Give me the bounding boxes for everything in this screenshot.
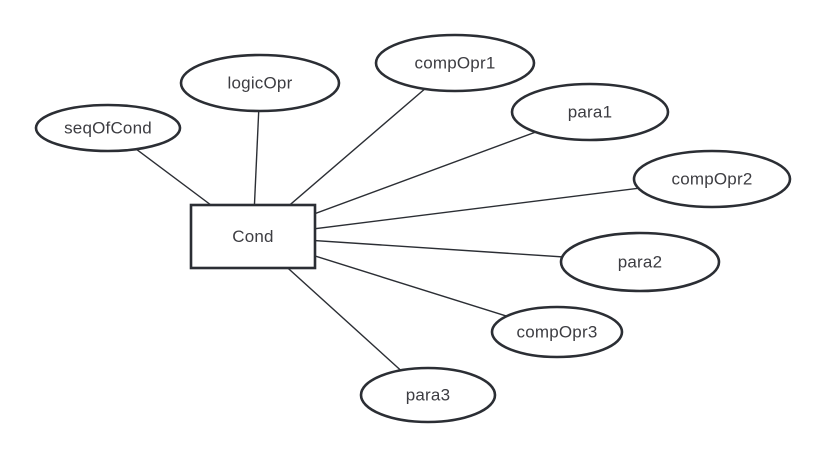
attribute-ellipse-para2 [559,231,721,293]
attribute-ellipse-compOpr1 [374,33,536,93]
attribute-ellipse-para1 [510,82,670,142]
attribute-label-logicOpr: logicOpr [228,74,293,93]
attribute-label-seqOfCond: seqOfCond [64,119,152,138]
entity-label-cond: Cond [232,227,273,246]
attribute-ellipse-para3 [359,366,497,424]
attribute-label-para3: para3 [406,386,450,405]
attribute-ellipse-seqOfCond [34,103,182,153]
attribute-ellipse-compOpr2 [632,149,792,209]
attribute-label-para2: para2 [618,253,662,272]
attribute-label-compOpr2: compOpr2 [672,170,753,189]
edge-cond-compOpr2 [252,178,713,238]
attribute-label-compOpr3: compOpr3 [517,323,598,342]
attribute-label-para1: para1 [568,103,612,122]
attribute-ellipse-logicOpr [179,53,341,113]
entity-rect-cond [189,203,317,270]
attribute-ellipse-compOpr3 [490,305,624,359]
label-layer: seqOfCond logicOpr compOpr1 para1 compOpr2 pa… [64,54,752,405]
attribute-label-compOpr1: compOpr1 [415,54,496,73]
node-layer [34,33,792,424]
